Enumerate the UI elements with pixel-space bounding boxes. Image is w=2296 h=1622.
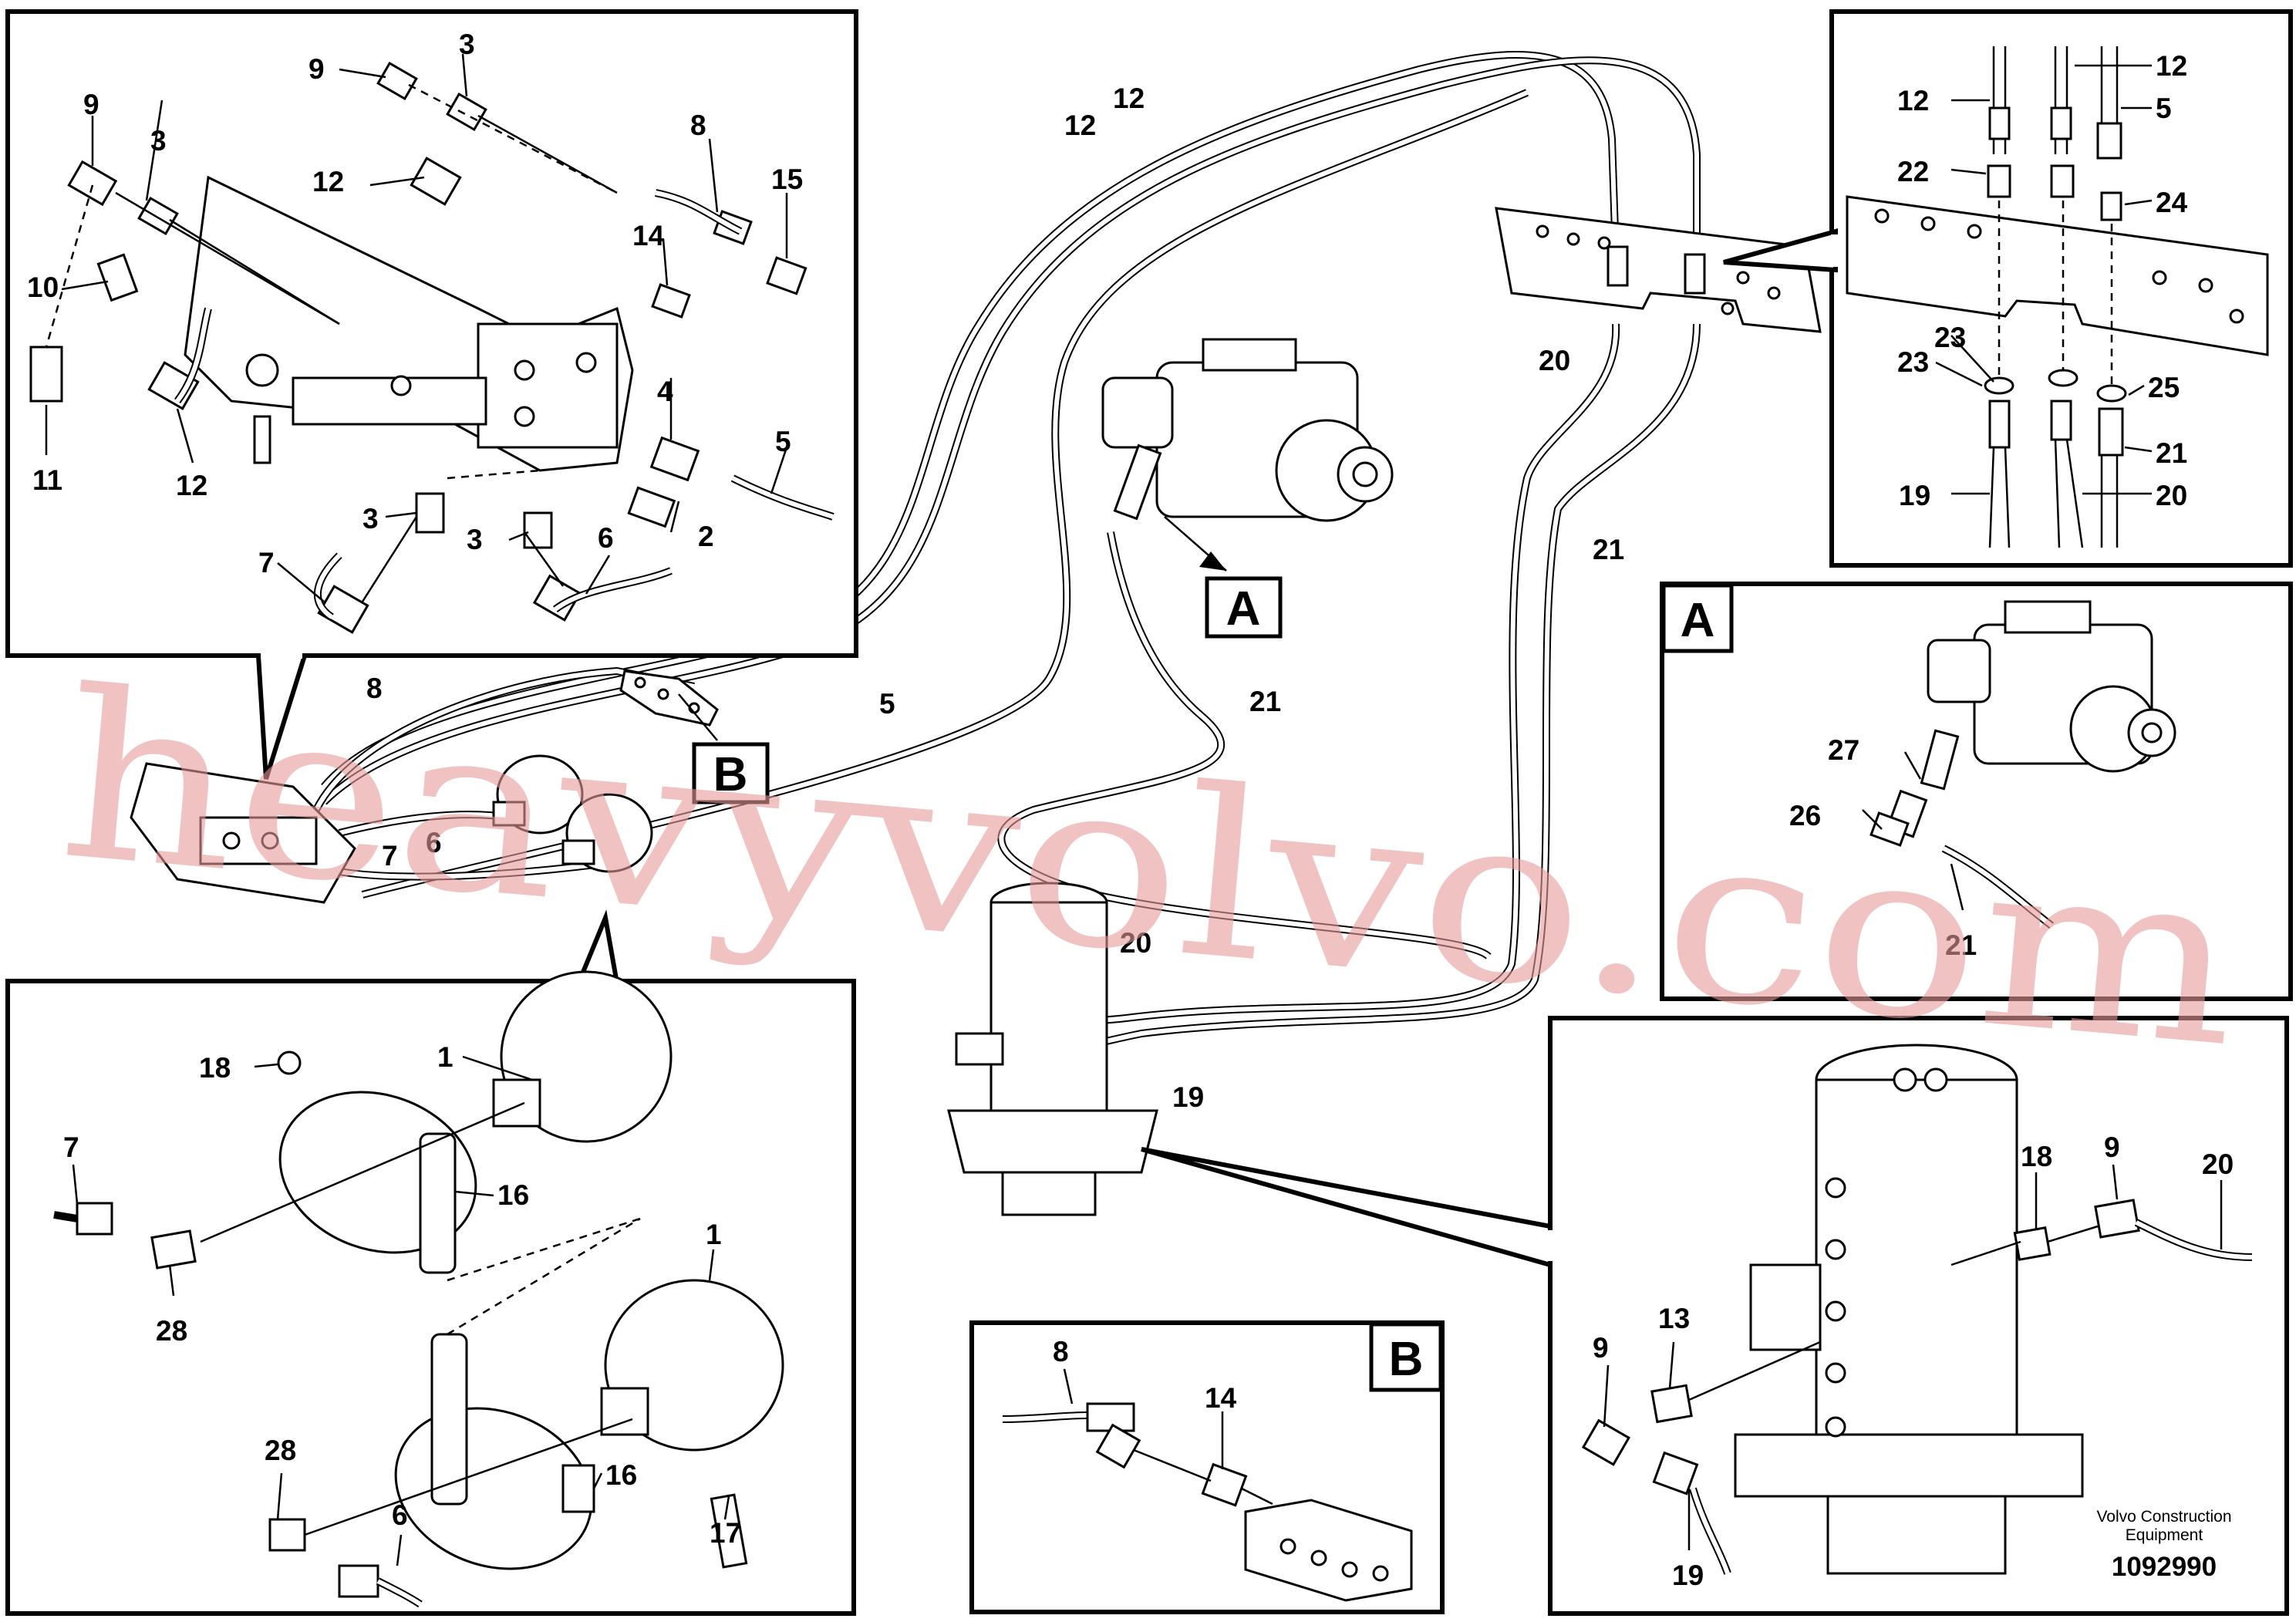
detail-a-title: A	[1681, 594, 1715, 647]
part-label: 16	[497, 1179, 529, 1211]
part-label: 11	[32, 464, 62, 496]
part-label: 5	[879, 688, 895, 720]
part-label: 19	[1672, 1560, 1704, 1591]
part-label: 20	[1539, 345, 1570, 376]
part-label: 25	[2148, 372, 2180, 403]
detail-b-title: B	[1389, 1333, 1424, 1386]
labels-bottom-left: 18 1 7 16 28 1 28 6 16 17	[63, 1041, 741, 1549]
labels-bottom-right: 18 9 20 13 9 19	[1593, 1131, 2234, 1591]
part-label: 21	[2156, 437, 2187, 469]
part-label: 9	[2104, 1131, 2120, 1163]
main-hose-routing	[130, 51, 1822, 1216]
part-label: 8	[366, 673, 383, 704]
part-label: 12	[2156, 50, 2187, 82]
detail-b-title-box: B	[1369, 1322, 1443, 1392]
detail-panel-a	[1660, 582, 2293, 1001]
part-label: 5	[2156, 93, 2172, 124]
labels-detail-b: 8 14	[1053, 1336, 1237, 1414]
part-label: 20	[1120, 927, 1151, 959]
swivel-joint-main	[947, 882, 1158, 1216]
manufacturer-block: Volvo Construction Equipment 1092990	[2096, 1508, 2231, 1582]
part-label: 18	[199, 1052, 231, 1084]
part-label: 22	[1897, 156, 1929, 187]
control-valve	[130, 762, 356, 904]
part-label: 19	[1172, 1081, 1204, 1113]
part-label: 12	[176, 470, 207, 501]
part-label: 7	[382, 840, 398, 872]
part-label: 6	[426, 827, 442, 858]
part-label: 1	[437, 1041, 453, 1073]
detail-panel-valve-fittings	[5, 9, 858, 780]
detail-a-title-box: A	[1661, 583, 1734, 653]
mounting-plate-main	[1495, 207, 1822, 333]
part-label: 18	[2021, 1141, 2052, 1172]
labels-top-left: 9 3 9 3 12 8 15 14 10 11 12 4 5 3 3 7 6 …	[27, 29, 803, 578]
callout-b-label: B	[713, 748, 748, 801]
part-label: 12	[1113, 83, 1145, 114]
part-label: 3	[150, 125, 167, 157]
labels-detail-a: 27 26 21	[1789, 734, 1977, 961]
part-label: 12	[312, 166, 344, 197]
part-label: 3	[459, 29, 475, 60]
part-label: 14	[1205, 1382, 1237, 1414]
part-label: 6	[598, 522, 614, 554]
part-label: 7	[258, 547, 275, 578]
detail-panel-b	[969, 1320, 1445, 1614]
part-label: 9	[308, 53, 325, 85]
part-label: 28	[265, 1435, 296, 1466]
part-label: 26	[1789, 800, 1821, 831]
logo-line-2: Equipment	[2126, 1526, 2203, 1544]
part-label: 24	[2156, 187, 2188, 218]
callout-box-a: A	[1205, 576, 1283, 639]
logo-line-1: Volvo Construction	[2096, 1508, 2231, 1526]
part-label: 4	[657, 376, 673, 407]
part-label: 3	[467, 524, 483, 555]
part-label: 1	[706, 1219, 722, 1250]
part-label: 23	[1934, 322, 1966, 353]
part-label: 20	[2156, 480, 2187, 511]
part-label: 23	[1897, 346, 1929, 378]
part-label: 8	[690, 110, 706, 141]
callout-box-b: B	[692, 742, 770, 804]
part-label: 7	[63, 1131, 79, 1163]
part-label: 20	[2202, 1148, 2234, 1180]
part-label: 13	[1658, 1303, 1690, 1334]
detail-panel-accumulators	[5, 909, 856, 1616]
part-label: 21	[1593, 534, 1624, 565]
part-label: 8	[1053, 1336, 1069, 1367]
part-label: 12	[1064, 110, 1096, 141]
part-label: 12	[1897, 85, 1929, 116]
part-label: 9	[83, 89, 99, 120]
accumulators-main	[492, 754, 653, 873]
part-label: 21	[1945, 929, 1977, 961]
part-label: 16	[605, 1459, 637, 1491]
part-label: 19	[1899, 480, 1930, 511]
part-label: 17	[710, 1517, 741, 1549]
detail-panel-plate-fittings	[1723, 9, 2293, 568]
part-label: 6	[392, 1499, 408, 1531]
part-label: 27	[1828, 734, 1859, 766]
part-label: 5	[775, 426, 791, 457]
labels-main: 12 12 20 21 21 5 8 7 6 20 19	[366, 83, 1624, 1113]
part-label: 9	[1593, 1332, 1609, 1364]
part-label: 10	[27, 271, 59, 303]
part-label: 21	[1249, 686, 1281, 717]
part-label: 14	[632, 220, 665, 251]
callout-a-label: A	[1226, 582, 1261, 636]
detail-panel-swivel	[1141, 1016, 2289, 1616]
part-label: 2	[698, 521, 714, 552]
hydraulic-pump	[1101, 338, 1394, 522]
labels-top-right: 12 12 5 22 24 23 23 25 21 19 20	[1897, 50, 2188, 511]
drawing-number: 1092990	[2112, 1552, 2217, 1582]
part-label: 3	[362, 503, 379, 534]
part-label: 15	[771, 164, 803, 195]
part-label: 28	[156, 1315, 187, 1347]
